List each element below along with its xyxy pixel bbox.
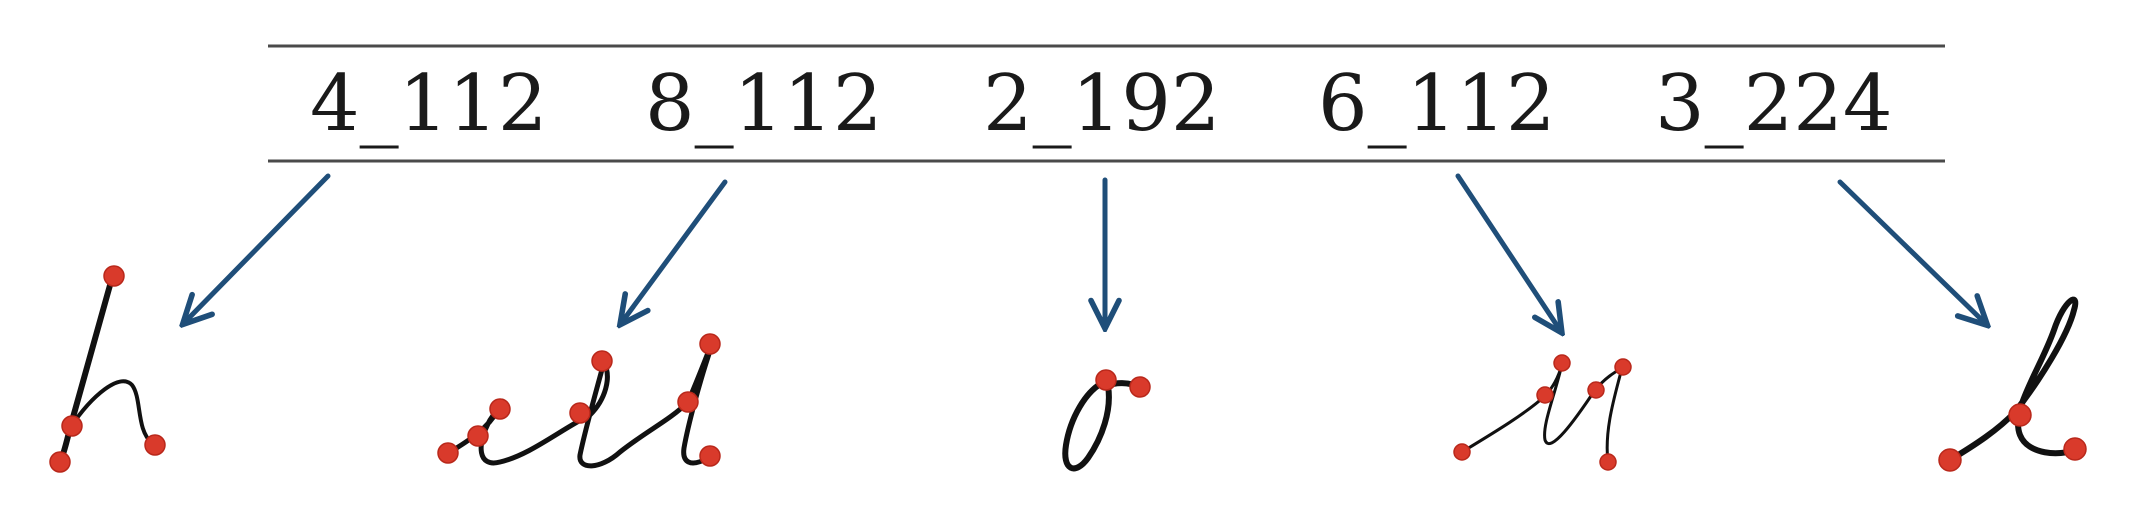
control-point [1536,386,1554,404]
code-label: 8_112 [645,59,883,149]
code-label: 3_224 [1655,59,1893,149]
arrow [185,173,331,322]
control-point [569,402,591,424]
control-point [1599,453,1617,471]
control-point [489,398,511,420]
control-point [1587,381,1605,399]
glyph-u [1453,354,1632,471]
control-point [1614,358,1632,376]
arrow [1837,179,1985,323]
control-point [467,425,489,447]
control-point [1553,354,1571,372]
glyph-o [1062,369,1151,472]
glyph-l [1938,296,2087,472]
code-label: 4_112 [310,59,548,149]
control-point [1453,443,1471,461]
glyph-ell [437,333,721,469]
control-point [1938,448,1962,472]
code-label: 6_112 [1318,59,1556,149]
control-point [61,415,83,437]
arrow [622,179,728,322]
control-point [677,391,699,413]
control-point [103,265,125,287]
control-point [2008,403,2032,427]
control-point [2063,437,2087,461]
glyph-h [49,265,166,473]
control-point [591,350,613,372]
control-point [699,445,721,467]
control-point [144,434,166,456]
arrow [1455,173,1560,330]
control-point [49,451,71,473]
control-point [437,442,459,464]
control-point [699,333,721,355]
control-point [1129,376,1151,398]
code-label: 2_192 [983,59,1221,149]
control-point [1095,369,1117,391]
